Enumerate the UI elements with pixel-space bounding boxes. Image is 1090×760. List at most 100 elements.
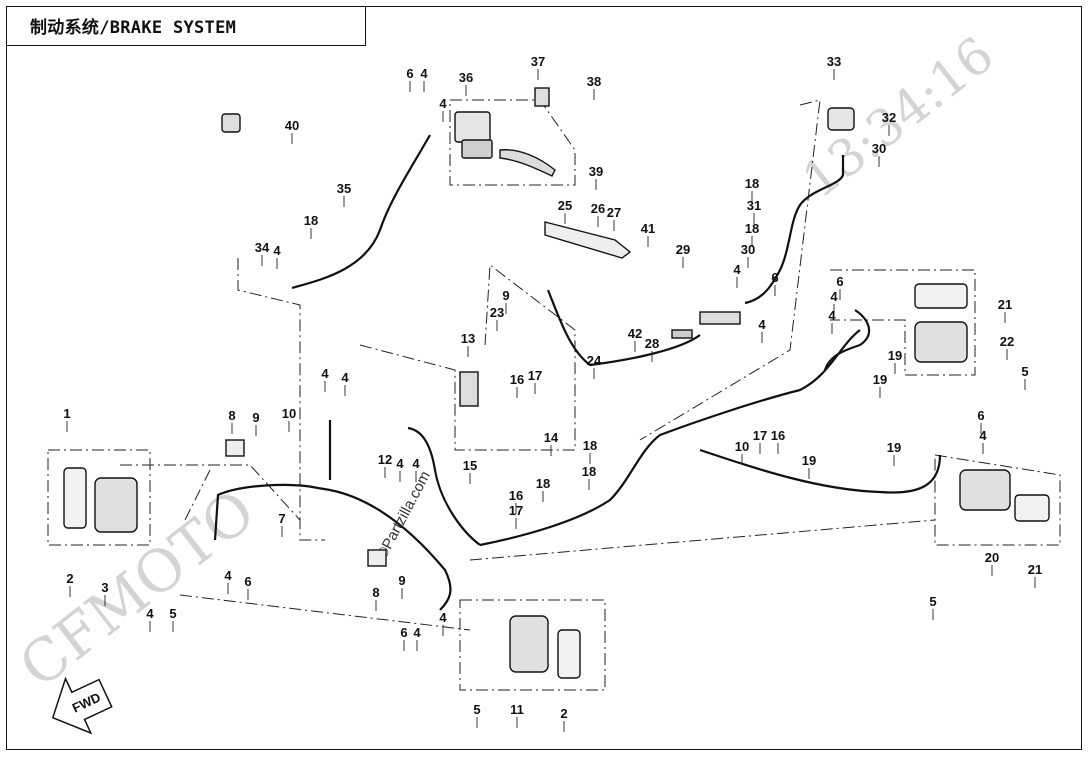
callout-10: 10 bbox=[282, 406, 296, 421]
brake-line-rear-main bbox=[479, 329, 861, 547]
outline-rear-upper bbox=[639, 99, 821, 441]
callout-32: 32 bbox=[882, 110, 896, 125]
callout-4: 4 bbox=[420, 66, 428, 81]
callout-19: 19 bbox=[887, 440, 901, 455]
callout-17: 17 bbox=[753, 428, 767, 443]
callout-5: 5 bbox=[929, 594, 936, 609]
callout-8: 8 bbox=[228, 408, 235, 423]
callout-31: 31 bbox=[747, 198, 761, 213]
callout-18: 18 bbox=[745, 176, 759, 191]
callout-6: 6 bbox=[244, 574, 251, 589]
callout-40: 40 bbox=[285, 118, 299, 133]
callout-29: 29 bbox=[676, 242, 690, 257]
caliper-20 bbox=[959, 469, 1011, 511]
callout-leaders bbox=[66, 69, 1036, 732]
callout-13: 13 bbox=[461, 331, 475, 346]
brake-pad-21-upper bbox=[914, 283, 968, 309]
watermark-timestamp: 13:34:16 bbox=[792, 25, 1005, 209]
callout-35: 35 bbox=[337, 181, 351, 196]
diagram-title: 制动系统/BRAKE SYSTEM bbox=[30, 18, 237, 38]
bracket-8-lower bbox=[367, 549, 387, 567]
callout-10: 10 bbox=[735, 439, 749, 454]
callout-18: 18 bbox=[745, 221, 759, 236]
caliper-11 bbox=[509, 615, 549, 673]
brake-pad-2-bottom bbox=[557, 629, 581, 679]
rear-master-cylinder-28 bbox=[671, 311, 741, 339]
pedal-bracket-25 bbox=[544, 221, 632, 259]
callout-19: 19 bbox=[888, 348, 902, 363]
callout-18: 18 bbox=[536, 476, 550, 491]
callout-6: 6 bbox=[406, 66, 413, 81]
callout-41: 41 bbox=[641, 221, 655, 236]
callout-26: 26 bbox=[591, 201, 605, 216]
brake-pad-21-lower bbox=[1014, 494, 1050, 522]
callout-4: 4 bbox=[321, 366, 329, 381]
parts-layer bbox=[63, 87, 1050, 679]
callout-21: 21 bbox=[1028, 562, 1042, 577]
callout-3: 3 bbox=[101, 580, 108, 595]
callout-4: 4 bbox=[341, 370, 349, 385]
assembly-outlines bbox=[47, 99, 1061, 691]
switch-37 bbox=[534, 87, 550, 107]
callout-34: 34 bbox=[255, 240, 270, 255]
callout-18: 18 bbox=[304, 213, 318, 228]
callout-4: 4 bbox=[828, 308, 836, 323]
callout-5: 5 bbox=[473, 702, 480, 717]
callout-2: 2 bbox=[66, 571, 73, 586]
callout-20: 20 bbox=[985, 550, 999, 565]
outline-front-hose-upper bbox=[237, 258, 325, 541]
callout-19: 19 bbox=[873, 372, 887, 387]
hose-31 bbox=[744, 155, 845, 305]
brake-line-left-center bbox=[328, 420, 481, 546]
callout-4: 4 bbox=[396, 456, 404, 471]
master-cylinder-36 bbox=[454, 111, 493, 159]
reservoir-32 bbox=[827, 107, 855, 131]
hose-35 bbox=[291, 134, 431, 290]
callout-16: 16 bbox=[509, 488, 523, 503]
outline-right-front-caliper bbox=[830, 269, 976, 376]
sensor-40 bbox=[221, 113, 241, 133]
callout-28: 28 bbox=[645, 336, 659, 351]
callout-36: 36 bbox=[459, 70, 473, 85]
callout-4: 4 bbox=[733, 262, 741, 277]
callout-5: 5 bbox=[169, 606, 176, 621]
callout-42: 42 bbox=[628, 326, 642, 341]
diagram-frame bbox=[6, 6, 1082, 750]
brake-lines bbox=[213, 134, 942, 611]
callout-1: 1 bbox=[63, 406, 70, 421]
callout-4: 4 bbox=[146, 606, 154, 621]
callout-18: 18 bbox=[582, 464, 596, 479]
caliper-3 bbox=[94, 477, 138, 533]
fwd-arrow: FWD bbox=[51, 676, 113, 735]
callout-33: 33 bbox=[827, 54, 841, 69]
callout-22: 22 bbox=[1000, 334, 1014, 349]
callout-18: 18 bbox=[583, 438, 597, 453]
callout-4: 4 bbox=[273, 243, 281, 258]
callout-4: 4 bbox=[439, 610, 447, 625]
callout-7: 7 bbox=[278, 511, 285, 526]
outline-center-lines bbox=[359, 264, 576, 451]
callout-21: 21 bbox=[998, 297, 1012, 312]
callout-12: 12 bbox=[378, 452, 392, 467]
callout-4: 4 bbox=[439, 96, 447, 111]
brake-pad-2-left bbox=[63, 467, 87, 529]
callout-17: 17 bbox=[509, 503, 523, 518]
callout-4: 4 bbox=[979, 428, 987, 443]
callout-9: 9 bbox=[398, 573, 405, 588]
callout-4: 4 bbox=[413, 625, 421, 640]
callout-27: 27 bbox=[607, 205, 621, 220]
callout-6: 6 bbox=[977, 408, 984, 423]
callout-9: 9 bbox=[502, 288, 509, 303]
outline-left-bottom-caliper bbox=[459, 599, 606, 691]
callout-30: 30 bbox=[741, 242, 755, 257]
hose-front-right bbox=[329, 488, 452, 611]
callout-6: 6 bbox=[771, 270, 778, 285]
callout-17: 17 bbox=[528, 368, 542, 383]
callout-38: 38 bbox=[587, 74, 601, 89]
callout-25: 25 bbox=[558, 198, 572, 213]
callout-4: 4 bbox=[412, 456, 420, 471]
splitter-13 bbox=[459, 371, 479, 407]
callout-2: 2 bbox=[560, 706, 567, 721]
